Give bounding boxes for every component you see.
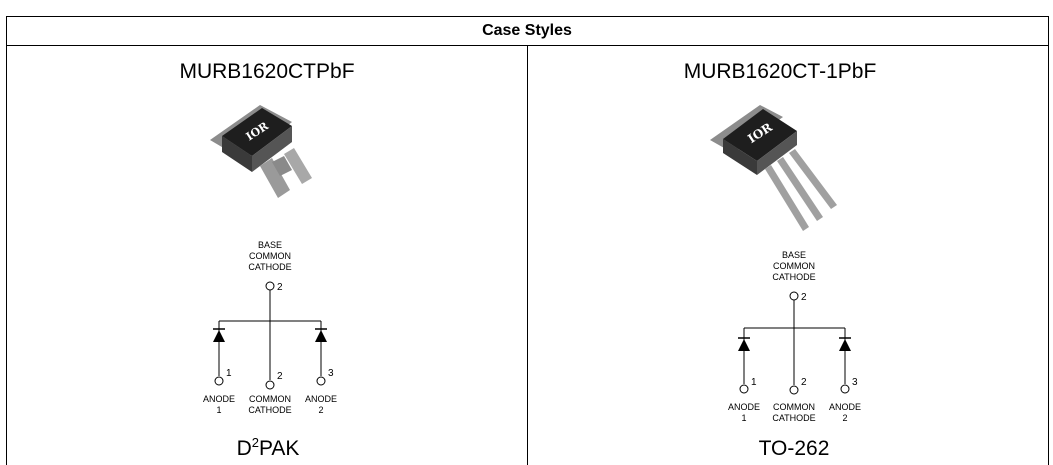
- pin-3-label-line2: 2: [318, 405, 323, 415]
- pin-3-label-line1: ANODE: [305, 394, 337, 404]
- table-header-title: Case Styles: [482, 22, 572, 39]
- package-name-rest: PAK: [258, 437, 300, 460]
- top-label-line1: BASE: [258, 240, 282, 250]
- pin-2-number: 2: [277, 371, 283, 382]
- schematic-right: BASE COMMON CATHODE 2 1 3 2 ANODE 1 COMM…: [728, 250, 861, 423]
- pin-2-label-line2: CATHODE: [772, 413, 815, 423]
- d2pak-package-image: IOR: [210, 105, 312, 198]
- pin-1-label-line2: 1: [741, 413, 746, 423]
- package-name-main: D: [236, 437, 252, 460]
- top-label-line2: COMMON: [249, 251, 291, 261]
- part-number-right: MURB1620CT-1PbF: [683, 60, 877, 83]
- top-label-line3: CATHODE: [248, 262, 291, 272]
- pin-3-number: 3: [328, 368, 334, 379]
- part-number-left: MURB1620CTPbF: [179, 60, 355, 83]
- pin-2-circle: [789, 385, 799, 395]
- top-pin-number: 2: [801, 292, 807, 303]
- pin-2-label-line1: COMMON: [773, 402, 815, 412]
- diode-1-symbol: [738, 339, 750, 351]
- pin-1-number: 1: [226, 368, 232, 379]
- diode-2-symbol: [839, 339, 851, 351]
- pin-2-label-line1: COMMON: [249, 394, 291, 404]
- table-border-left: [6, 16, 7, 465]
- pin-2-label-line2: CATHODE: [248, 405, 291, 415]
- pin-1-label-line1: ANODE: [728, 402, 760, 412]
- pin-3-number: 3: [852, 377, 858, 388]
- pin-1-circle: [214, 376, 224, 386]
- top-pin-circle: [789, 291, 799, 301]
- top-pin-number: 2: [277, 282, 283, 293]
- table-border-top: [6, 16, 1049, 17]
- pin-3-label-line2: 2: [842, 413, 847, 423]
- pin-1-number: 1: [751, 377, 757, 388]
- top-pin-circle: [265, 281, 275, 291]
- table-border-right: [1048, 16, 1049, 465]
- top-label-line3: CATHODE: [772, 272, 815, 282]
- diode-2-symbol: [315, 330, 327, 342]
- pin-2-circle: [265, 380, 275, 390]
- table-column-divider: [527, 45, 528, 465]
- pin-2-number: 2: [801, 377, 807, 388]
- package-name-superscript: 2: [251, 435, 259, 450]
- diode-1-symbol: [213, 330, 225, 342]
- pin-1-label-line2: 1: [216, 405, 221, 415]
- package-name-main: TO-262: [758, 437, 830, 460]
- pin-3-circle: [840, 384, 850, 394]
- pin-1-circle: [739, 384, 749, 394]
- pin-1-label-line1: ANODE: [203, 394, 235, 404]
- top-label-line1: BASE: [782, 250, 806, 260]
- schematic-left: BASE COMMON CATHODE 2 1 3 2 ANODE 1 COMM…: [203, 240, 337, 415]
- top-label-line2: COMMON: [773, 261, 815, 271]
- package-name-right: TO-262: [694, 437, 894, 461]
- pin-3-circle: [316, 376, 326, 386]
- to262-package-image: IOR: [710, 105, 837, 231]
- package-name-left: D2PAK: [168, 435, 368, 461]
- pin-3-label-line1: ANODE: [829, 402, 861, 412]
